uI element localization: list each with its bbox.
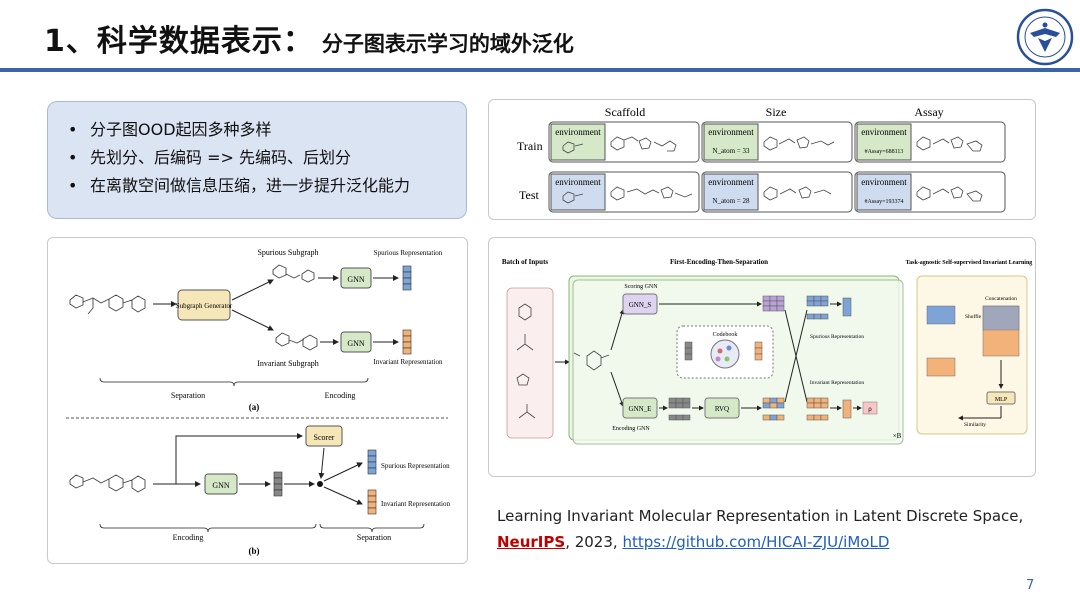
col-header-assay: Assay: [914, 105, 943, 119]
gnn-box: GNN: [347, 275, 365, 284]
ood-examples-figure: Scaffold Size Assay Train Test environme…: [488, 99, 1036, 220]
latent-vector-icon: [273, 471, 283, 497]
bullet-item: 分子图OOD起因多种多样: [68, 116, 466, 144]
slide-title: 1、科学数据表示： 分子图表示学习的域外泛化: [44, 16, 574, 64]
center-molecule-icon: [573, 350, 610, 371]
label-scoring-gnn: Scoring GNN: [624, 284, 658, 290]
github-link[interactable]: https://github.com/HICAI-ZJU/iMoLD: [622, 533, 890, 551]
invariant-subgraph-icon: [275, 332, 318, 351]
label-spurious-rep: Spurious Representation: [381, 462, 450, 470]
gnn-box: GNN: [212, 481, 230, 490]
codebook-orange-vector-icon: [754, 341, 763, 361]
rho-box: ρ: [868, 405, 872, 413]
slide-title-main: 1、科学数据表示：: [44, 24, 314, 59]
label-spurious-subgraph: Spurious Subgraph: [257, 248, 318, 257]
concat-spurious-grid-icon: [926, 305, 1020, 357]
citation-title: Learning Invariant Molecular Representat…: [497, 507, 1024, 525]
scorer-box: Scorer: [314, 433, 335, 442]
concat-invariant-grid-icon: [926, 357, 956, 377]
row-label-train: Train: [517, 139, 543, 153]
caption-b: (b): [249, 546, 260, 556]
citation: Learning Invariant Molecular Representat…: [497, 503, 1057, 555]
env-tag: environment: [555, 127, 601, 137]
quantized-matrix-icon: [762, 397, 785, 421]
molecule-sketch-icon: [562, 136, 983, 204]
col-header-size: Size: [766, 105, 787, 119]
label-codebook: Codebook: [713, 332, 738, 338]
mlp-box: MLP: [995, 397, 1008, 403]
label-invariant-rep: Invariant Representation: [810, 380, 864, 386]
paradigm-svg: Spurious Subgraph Spurious Representatio…: [66, 248, 451, 556]
ood-examples-svg: Scaffold Size Assay Train Test environme…: [517, 105, 1006, 213]
citation-venue: NeurIPS: [497, 533, 566, 551]
codebook-grey-vector-icon: [684, 341, 693, 361]
subgraph-generator-box: Subgraph Generator: [176, 302, 233, 310]
size-note-test: N_atom = 28: [713, 197, 750, 205]
label-encoding-gnn: Encoding GNN: [612, 426, 650, 432]
bullet-item: 先划分、后编码 => 先编码、后划分: [68, 144, 466, 172]
label-task-agnostic: Task-agnostic Self-supervised Invariant …: [906, 260, 1033, 266]
citation-year: , 2023,: [565, 533, 623, 551]
bullet-item: 在离散空间做信息压缩，进一步提升泛化能力: [68, 172, 466, 200]
assay-note-test: #Assay=193374: [864, 199, 903, 205]
env-tag: environment: [861, 127, 907, 137]
key-points-box: 分子图OOD起因多种多样 先划分、后编码 => 先编码、后划分 在离散空间做信息…: [47, 101, 467, 219]
assay-note-train: #Assay=688113: [865, 149, 904, 155]
label-invariant-rep: Invariant Representation: [373, 358, 443, 366]
label-encoding: Encoding: [325, 391, 356, 400]
label-batch-inputs: Batch of Inputs: [502, 258, 549, 266]
molecule-input-icon: [69, 474, 146, 493]
framework-svg: Batch of Inputs First-Encoding-Then-Sepa…: [502, 258, 1033, 445]
caption-a: (a): [249, 402, 260, 412]
gnn-e-box: GNN_E: [629, 405, 652, 413]
page-number: 7: [1026, 578, 1035, 593]
score-matrix-icon: [762, 295, 785, 312]
label-invariant-rep: Invariant Representation: [381, 500, 451, 508]
label-first-encoding: First-Encoding-Then-Separation: [670, 258, 768, 266]
invariant-vector-icon: [367, 489, 377, 515]
spurious-subgraph-icon: [272, 264, 315, 283]
size-note-train: N_atom = 33: [713, 147, 750, 155]
spurious-vector-icon: [402, 265, 412, 291]
paradigm-comparison-figure: Spurious Subgraph Spurious Representatio…: [47, 237, 468, 564]
imold-framework-figure: Batch of Inputs First-Encoding-Then-Sepa…: [488, 237, 1036, 477]
col-header-scaffold: Scaffold: [605, 105, 645, 119]
label-concatenation: Concatenation: [985, 296, 1017, 302]
label-invariant-subgraph: Invariant Subgraph: [257, 359, 319, 368]
label-separation: Separation: [171, 391, 205, 400]
spurious-vector-icon: [367, 449, 377, 475]
university-logo-icon: [1016, 8, 1074, 66]
batch-molecule-icon: [516, 303, 536, 419]
encoded-matrix-icon: [668, 397, 691, 421]
gnn-box: GNN: [347, 339, 365, 348]
spurious-matrix-icon: [806, 295, 829, 320]
invariant-vector-icon: [402, 329, 412, 355]
label-times-b: ×B: [893, 432, 902, 440]
env-tag: environment: [555, 177, 601, 187]
label-separation: Separation: [357, 533, 391, 542]
env-tag: environment: [861, 177, 907, 187]
label-shuffle: Shuffle: [965, 313, 982, 320]
label-spurious-rep: Spurious Representation: [374, 249, 443, 257]
label-encoding: Encoding: [173, 533, 204, 542]
title-divider: [0, 68, 1080, 72]
molecule-input-icon: [69, 294, 146, 315]
row-label-test: Test: [519, 188, 539, 202]
env-tag: environment: [708, 127, 754, 137]
label-spurious-rep: Spurious Representation: [810, 334, 864, 340]
slide-title-sub: 分子图表示学习的域外泛化: [321, 32, 574, 56]
rvq-box: RVQ: [715, 405, 729, 413]
label-similarity: Similarity: [964, 422, 986, 428]
invariant-matrix-icon: [806, 397, 829, 421]
env-tag: environment: [708, 177, 754, 187]
gnn-s-box: GNN_S: [629, 301, 652, 309]
